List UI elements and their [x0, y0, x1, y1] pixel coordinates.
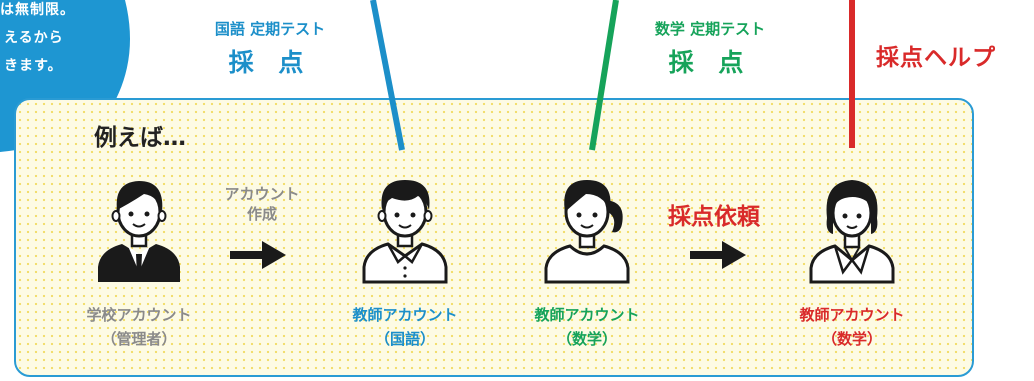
create-account-label: アカウント 作成	[212, 184, 312, 224]
teacher-math-caption-line2: （数学）	[556, 330, 617, 348]
bubble-line-2: えるから	[4, 30, 64, 46]
teacher-japanese-person-icon	[362, 180, 448, 284]
japanese-grading-header: 国語 定期テスト 採 点	[190, 18, 350, 79]
school-account-caption-line1: 学校アカウント	[86, 306, 192, 324]
math-grading-title: 採 点	[668, 48, 752, 77]
teacher-helper-person-icon	[809, 180, 895, 284]
japanese-grading-title: 採 点	[228, 48, 312, 77]
create-account-label-line2: 作成	[246, 205, 277, 223]
school-account-caption: 学校アカウント （管理者）	[44, 303, 234, 351]
request-grading-label: 採点依頼	[668, 204, 760, 230]
create-account-arrow-icon	[230, 241, 286, 269]
teacher-math-caption-line1: 教師アカウント	[534, 306, 640, 324]
teacher-japanese-caption-line2: （国語）	[374, 330, 435, 348]
japanese-grading-subtitle: 国語 定期テスト	[214, 20, 326, 38]
japanese-connector	[370, 0, 405, 151]
grading-help-header: 採点ヘルプ	[876, 38, 996, 72]
grading-help-title: 採点ヘルプ	[876, 45, 996, 71]
teacher-helper-caption-line1: 教師アカウント	[799, 306, 905, 324]
teacher-helper-caption: 教師アカウント （数学）	[757, 303, 947, 351]
admin-person-icon	[98, 181, 180, 282]
teacher-math-caption: 教師アカウント （数学）	[492, 303, 682, 351]
example-panel	[14, 98, 974, 377]
request-grading-arrow-icon	[690, 241, 746, 269]
teacher-japanese-caption-line1: 教師アカウント	[352, 306, 458, 324]
teacher-helper-caption-line2: （数学）	[821, 330, 882, 348]
create-account-label-line1: アカウント	[224, 185, 300, 203]
school-account-caption-line2: （管理者）	[101, 330, 177, 348]
example-label: 例えば…	[94, 125, 186, 151]
bubble-line-3: きます。	[4, 58, 63, 74]
math-grading-header: 数学 定期テスト 採 点	[630, 18, 790, 79]
teacher-japanese-caption: 教師アカウント （国語）	[310, 303, 500, 351]
math-grading-subtitle: 数学 定期テスト	[654, 20, 766, 38]
bubble-line-1: は無制限。	[0, 2, 75, 18]
teacher-math-person-icon	[544, 180, 630, 284]
speech-bubble-text: は無制限。 えるから きます。	[0, 0, 110, 80]
math-connector	[589, 0, 619, 151]
